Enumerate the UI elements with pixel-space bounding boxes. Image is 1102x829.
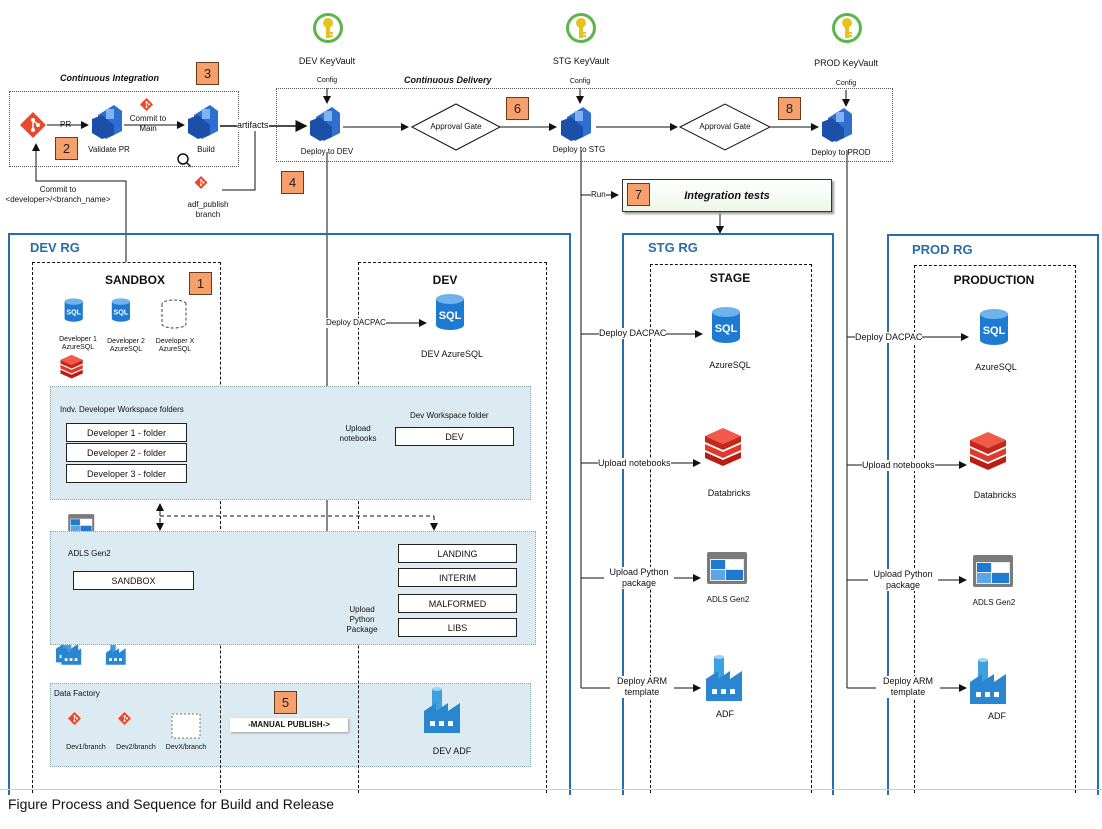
stg-upload-python-label: Upload Python package: [604, 567, 674, 589]
badge-1: 1: [189, 272, 212, 295]
badge-3: 3: [196, 62, 219, 85]
figure-caption: Figure Process and Sequence for Build an…: [8, 796, 335, 812]
production-boundary: [914, 265, 1076, 793]
run-label: Run: [591, 190, 606, 200]
prod-keyvault-icon: [832, 13, 862, 43]
libs-zone: LIBS: [398, 618, 517, 637]
prod-keyvault-config: Config: [835, 80, 857, 87]
badge-6: 6: [506, 97, 529, 120]
prod-deploy-dacpac-label: Deploy DACPAC: [855, 332, 923, 343]
cd-boundary: [276, 88, 893, 162]
stg-keyvault-config: Config: [569, 78, 591, 85]
sandbox-adls-box: SANDBOX: [73, 571, 194, 590]
stg-rg-title: STG RG: [648, 240, 698, 255]
stg-keyvault-label: STG KeyVault: [552, 56, 610, 66]
pr-label: PR: [60, 120, 72, 129]
stg-adf-label: ADF: [716, 709, 734, 719]
developer-3-folder: Developer 3 - folder: [66, 464, 187, 483]
sandbox-boundary: [32, 262, 221, 793]
stg-deploy-dacpac-label: Deploy DACPAC: [599, 328, 667, 339]
deploy-dev-label: Deploy to DEV: [300, 147, 354, 156]
dev-adf-label: DEV ADF: [432, 746, 472, 756]
zoom-icon: [177, 153, 189, 165]
stg-rg-boundary: [622, 233, 834, 795]
data-factory-label: Data Factory: [54, 689, 100, 698]
approval-gate-2-label: Approval Gate: [699, 122, 751, 131]
deploy-prod-label: Deploy to PROD: [811, 148, 871, 157]
adf-publish-git-icon: [194, 175, 208, 190]
dev-deploy-dacpac-label: Deploy DACPAC: [326, 318, 386, 328]
badge-7: 7: [627, 183, 650, 206]
badge-4: 4: [281, 171, 304, 194]
devx-sql-label: Developer X AzureSQL: [155, 338, 195, 353]
stg-adls-label: ADLS Gen2: [706, 595, 750, 604]
integration-tests-box: Integration tests: [622, 179, 832, 212]
sandbox-title: SANDBOX: [104, 273, 165, 287]
dev1-branch-label: Dev1/branch: [66, 744, 106, 751]
dev-rg-title: DEV RG: [30, 240, 80, 255]
prod-adls-label: ADLS Gen2: [972, 598, 1016, 607]
dev-keyvault-icon: [313, 13, 343, 43]
prod-databricks-label: Databricks: [973, 490, 1017, 500]
stg-keyvault-icon: [566, 13, 596, 43]
dev-keyvault-label: DEV KeyVault: [298, 56, 356, 66]
dev-keyvault-config: Config: [316, 77, 338, 84]
caption-divider: [0, 789, 1102, 790]
dev-rg-boundary: [8, 233, 571, 795]
deploy-stg-label: Deploy to STG: [552, 145, 606, 154]
prod-adf-label: ADF: [988, 711, 1006, 721]
badge-2: 2: [55, 137, 78, 160]
production-title: PRODUCTION: [953, 273, 1035, 287]
ci-title: Continuous Integration: [60, 73, 159, 83]
badge-5: 5: [274, 691, 297, 714]
prod-upload-notebooks-label: Upload notebooks: [862, 460, 935, 471]
indv-workspace-label: Indv. Developer Workspace folders: [60, 405, 184, 414]
manual-publish-label: -MANUAL PUBLISH->: [230, 718, 348, 732]
stg-upload-notebooks-label: Upload notebooks: [598, 458, 671, 469]
commit-to-main-label: Commit to Main: [129, 114, 167, 133]
developer-2-folder: Developer 2 - folder: [66, 443, 187, 462]
stg-databricks-label: Databricks: [707, 488, 751, 498]
prod-azuresql-label: AzureSQL: [975, 362, 1017, 372]
dev-env-boundary: [358, 262, 547, 793]
developer-1-folder: Developer 1 - folder: [66, 423, 187, 442]
prod-upload-python-label: Upload Python package: [868, 569, 938, 591]
devx-adf-icon: [171, 713, 201, 739]
dev-workspace-box: DEV: [395, 427, 514, 446]
devx-branch-label: DevX/branch: [165, 744, 207, 751]
stage-title: STAGE: [709, 271, 751, 285]
commit-to-branch-label: Commit to <developer>/<branch_name>: [5, 185, 111, 204]
landing-zone: LANDING: [398, 544, 517, 563]
interim-zone: INTERIM: [398, 568, 517, 587]
prod-deploy-arm-label: Deploy ARM template: [876, 676, 940, 698]
build-label: Build: [197, 145, 215, 154]
dev-workspace-label: Dev Workspace folder: [410, 411, 489, 420]
prod-rg-boundary: [887, 234, 1099, 795]
dev-upload-python-label: Upload Python Package: [338, 605, 386, 635]
stage-boundary: [650, 264, 812, 793]
dev1-sql-label: Developer 1 AzureSQL: [59, 336, 97, 351]
cd-title: Continuous Delivery: [404, 75, 492, 85]
dev-env-title: DEV: [432, 273, 458, 287]
artifacts-label: artifacts: [237, 120, 269, 131]
approval-gate-1-label: Approval Gate: [430, 122, 482, 131]
dev2-branch-label: Dev2/branch: [116, 744, 156, 751]
adls-label: ADLS Gen2: [68, 549, 111, 558]
dev-azuresql-label: DEV AzureSQL: [420, 349, 484, 359]
validate-pr-label: Validate PR: [88, 145, 130, 154]
dev-upload-notebooks-label: Upload notebooks: [334, 424, 382, 444]
stg-azuresql-label: AzureSQL: [709, 360, 751, 370]
prod-rg-title: PROD RG: [912, 242, 973, 257]
stg-deploy-arm-label: Deploy ARM template: [610, 676, 674, 698]
adf-publish-label: adf_publish branch: [187, 200, 229, 219]
badge-8: 8: [778, 97, 801, 120]
prod-keyvault-label: PROD KeyVault: [814, 58, 878, 68]
dev2-sql-label: Developer 2 AzureSQL: [107, 338, 145, 353]
malformed-zone: MALFORMED: [398, 594, 517, 613]
ci-boundary: [9, 91, 239, 167]
